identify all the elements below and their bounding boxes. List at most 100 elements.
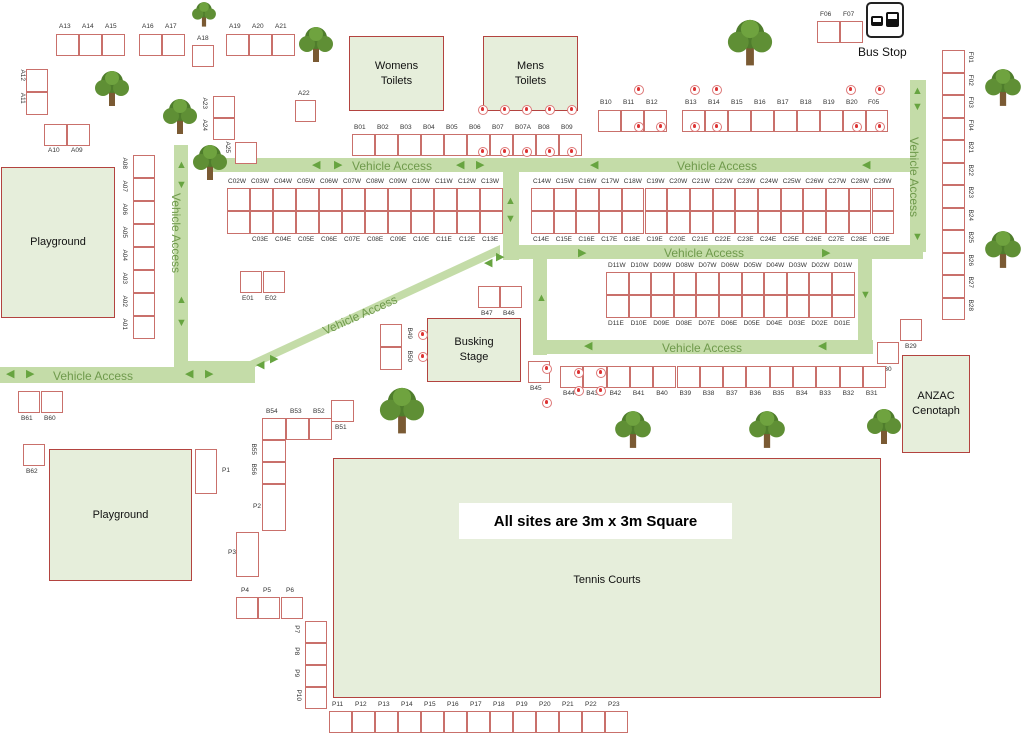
direction-arrow-icon: ◀	[484, 257, 493, 269]
stall-box	[628, 295, 652, 318]
stall-label: D10W	[630, 262, 649, 269]
stall-box	[900, 319, 922, 341]
stall-box	[942, 252, 965, 275]
stall-box	[236, 597, 258, 619]
stall-box	[758, 188, 781, 211]
stall-label: B23	[967, 186, 975, 199]
stall-label: C06W	[320, 178, 339, 185]
stall-box	[309, 418, 332, 440]
stall-box	[576, 211, 600, 234]
stall-box	[735, 188, 758, 211]
stall-box	[263, 271, 285, 293]
stall-box	[434, 188, 457, 211]
stall-box	[553, 188, 577, 211]
stall-label: D11E	[608, 320, 624, 327]
stall-label: B47	[481, 310, 493, 317]
stall-box	[388, 211, 411, 234]
tennis-courts-label: Tennis Courts	[573, 574, 641, 586]
vehicle-access-label-left: Vehicle Access	[53, 369, 134, 383]
stall-box	[236, 532, 259, 577]
stall-label: C24E	[760, 236, 777, 243]
vehicle-access-label-middle: Vehicle Access	[664, 246, 745, 260]
stall-label: D05W	[743, 262, 762, 269]
direction-arrow-icon: ▲	[176, 294, 187, 306]
stall-box	[319, 211, 342, 234]
stall-label: B38	[702, 390, 715, 397]
fire-marker-icon	[542, 398, 552, 408]
stall-label: D01E	[834, 320, 851, 327]
stall-label: B21	[967, 141, 975, 154]
stall-label: C07E	[344, 236, 361, 243]
stall-box	[133, 316, 155, 339]
stall-label: B03	[400, 124, 412, 131]
road-right-vertical	[910, 80, 926, 252]
stall-label: C20W	[669, 178, 688, 185]
stall-label: C29E	[873, 236, 890, 243]
stall-box	[653, 366, 677, 388]
stall-label: B16	[754, 99, 766, 106]
stall-label: B07A	[515, 124, 531, 131]
stall-label: B55	[250, 443, 258, 456]
stall-label: C06E	[321, 236, 338, 243]
stall-label: E01	[242, 295, 254, 302]
stall-box	[786, 295, 810, 318]
stall-box	[871, 188, 895, 211]
stall-label: B22	[967, 163, 975, 176]
stall-label: B20	[846, 99, 858, 106]
stall-box	[329, 711, 352, 733]
stall-box	[696, 295, 719, 318]
stall-box	[606, 295, 629, 318]
stall-label: D07W	[698, 262, 717, 269]
stall-box	[352, 134, 375, 156]
stall-label: C08W	[366, 178, 385, 185]
stall-box	[281, 597, 303, 619]
direction-arrow-icon: ◀	[256, 359, 265, 371]
road-loop-bottom	[533, 340, 873, 354]
stall-label: C23E	[737, 236, 754, 243]
stall-box	[421, 134, 444, 156]
stall-label: B10	[600, 99, 612, 106]
stall-label: B52	[313, 408, 325, 415]
stall-label: B31	[865, 390, 878, 397]
stall-label: P3	[228, 549, 236, 556]
stall-box	[380, 347, 402, 370]
stall-box	[723, 366, 747, 388]
stall-box	[162, 34, 185, 56]
stall-label: D10E	[630, 320, 647, 327]
direction-arrow-icon: ▼	[176, 317, 187, 329]
fire-marker-icon	[545, 105, 555, 115]
stall-label: A19	[229, 23, 241, 30]
stall-box	[629, 366, 654, 388]
stall-box	[250, 188, 273, 211]
stall-label: C27W	[828, 178, 847, 185]
fire-marker-icon	[522, 147, 532, 157]
stall-box	[457, 188, 480, 211]
stall-box	[262, 440, 286, 462]
stall-label: P15	[424, 701, 436, 708]
stall-box	[606, 366, 630, 388]
stall-box	[305, 665, 327, 687]
stall-label: B45	[530, 385, 542, 392]
stall-box	[689, 188, 713, 211]
stall-box	[809, 272, 832, 295]
stall-box	[871, 211, 895, 234]
stall-box	[942, 117, 965, 140]
stall-label: C27E	[828, 236, 845, 243]
stall-label: A17	[165, 23, 177, 30]
stall-box	[793, 366, 817, 388]
stall-box	[513, 711, 536, 733]
stall-label: B19	[823, 99, 835, 106]
stall-box	[195, 449, 217, 494]
stall-label: C17W	[601, 178, 620, 185]
stall-label: B39	[679, 390, 692, 397]
stall-box	[621, 188, 645, 211]
vehicle-access-label-top-left: Vehicle Access	[352, 159, 433, 173]
stall-label: F05	[868, 99, 880, 106]
stall-box	[644, 188, 668, 211]
stall-box	[877, 342, 899, 364]
stall-label: F07	[843, 11, 855, 18]
fire-marker-icon	[522, 105, 532, 115]
stall-label: C21W	[691, 178, 710, 185]
direction-arrow-icon: ◀	[818, 340, 827, 352]
stall-box	[942, 162, 965, 185]
